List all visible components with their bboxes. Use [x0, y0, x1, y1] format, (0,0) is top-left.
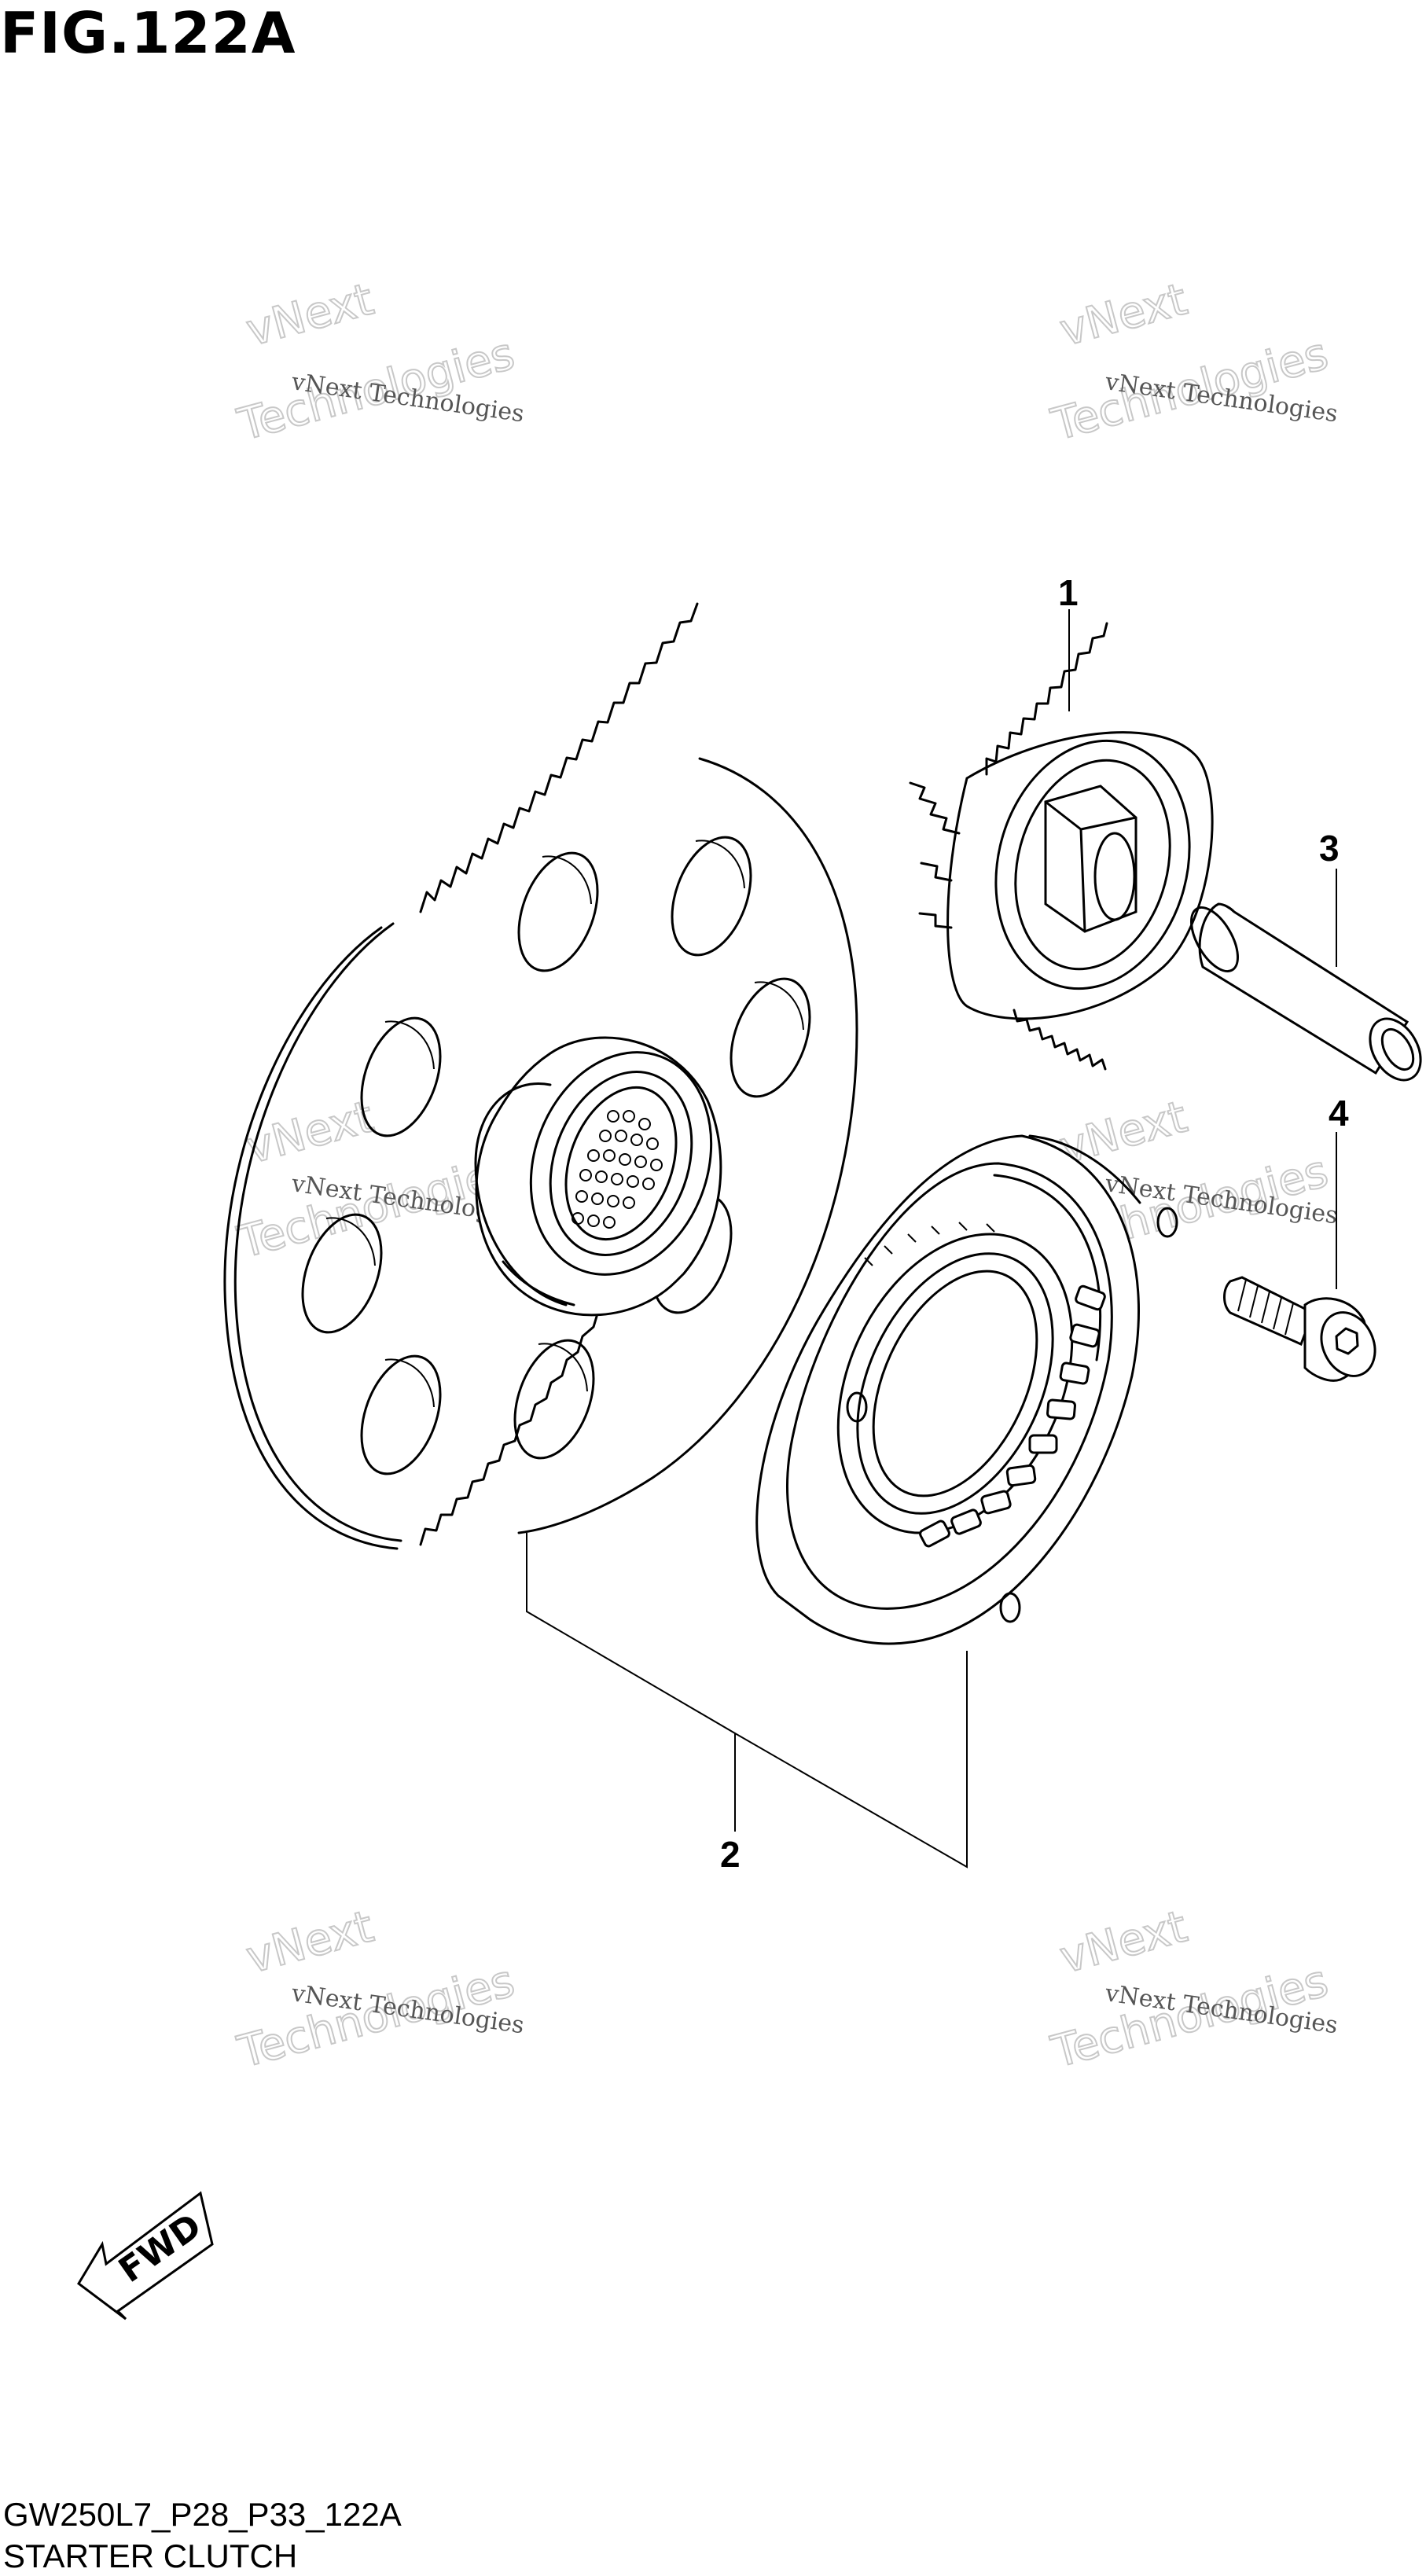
- callout-part-1: 1: [1058, 572, 1079, 613]
- callout-part-3: 3: [1319, 828, 1340, 869]
- gear-hub: [474, 1036, 722, 1317]
- leader-lines: [526, 609, 1337, 1869]
- figure-code: GW250L7_P28_P33_122A: [3, 2496, 402, 2533]
- one-way-clutch: [755, 1134, 1178, 1645]
- callout-part-2: 2: [720, 1834, 741, 1875]
- svg-text:vNext: vNext: [1055, 274, 1193, 356]
- gear-lightening-holes: [301, 836, 811, 1475]
- figure-name: STARTER CLUTCH: [3, 2537, 298, 2574]
- watermark-top-left: vNext Technologies vNext Technologies: [232, 273, 526, 451]
- callout-part-4: 4: [1329, 1093, 1349, 1134]
- figure-title: FIG.122A: [0, 0, 296, 66]
- svg-text:vNext: vNext: [241, 1901, 379, 1983]
- watermark-top-right: vNext Technologies vNext Technologies: [1046, 273, 1340, 451]
- needle-bearing: [572, 1110, 663, 1229]
- svg-text:vNext: vNext: [241, 274, 379, 356]
- starter-driven-gear: [223, 602, 858, 1550]
- starter-idle-gear: [909, 622, 1214, 1071]
- svg-text:vNext: vNext: [241, 1091, 379, 1174]
- svg-text:vNext: vNext: [1055, 1901, 1193, 1983]
- clutch-rollers: [864, 1222, 1106, 1548]
- watermark-bottom-right: vNext Technologies vNext Technologies: [1046, 1900, 1340, 2078]
- fwd-arrow-icon: FWD: [77, 2191, 214, 2321]
- hex-socket-bolt: [1223, 1276, 1376, 1382]
- watermark-bottom-left: vNext Technologies vNext Technologies: [232, 1900, 526, 2078]
- idle-gear-shaft: [1190, 902, 1422, 1082]
